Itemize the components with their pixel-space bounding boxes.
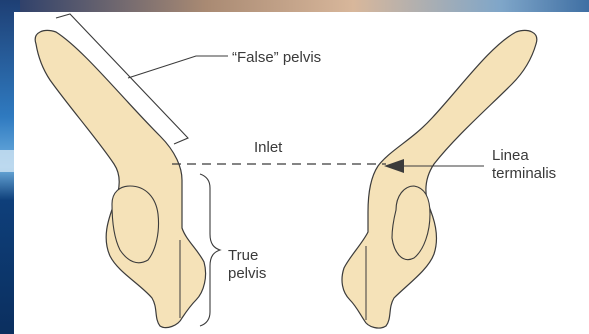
linea-terminalis-label-line2: terminalis — [492, 165, 556, 182]
true-pelvis-label-line2: pelvis — [228, 265, 266, 282]
inlet-label: Inlet — [254, 139, 283, 156]
linea-terminalis-label-line1: Linea — [492, 147, 529, 164]
false-pelvis-label: “False” pelvis — [232, 49, 321, 66]
true-pelvis-label-line1: True — [228, 247, 258, 264]
